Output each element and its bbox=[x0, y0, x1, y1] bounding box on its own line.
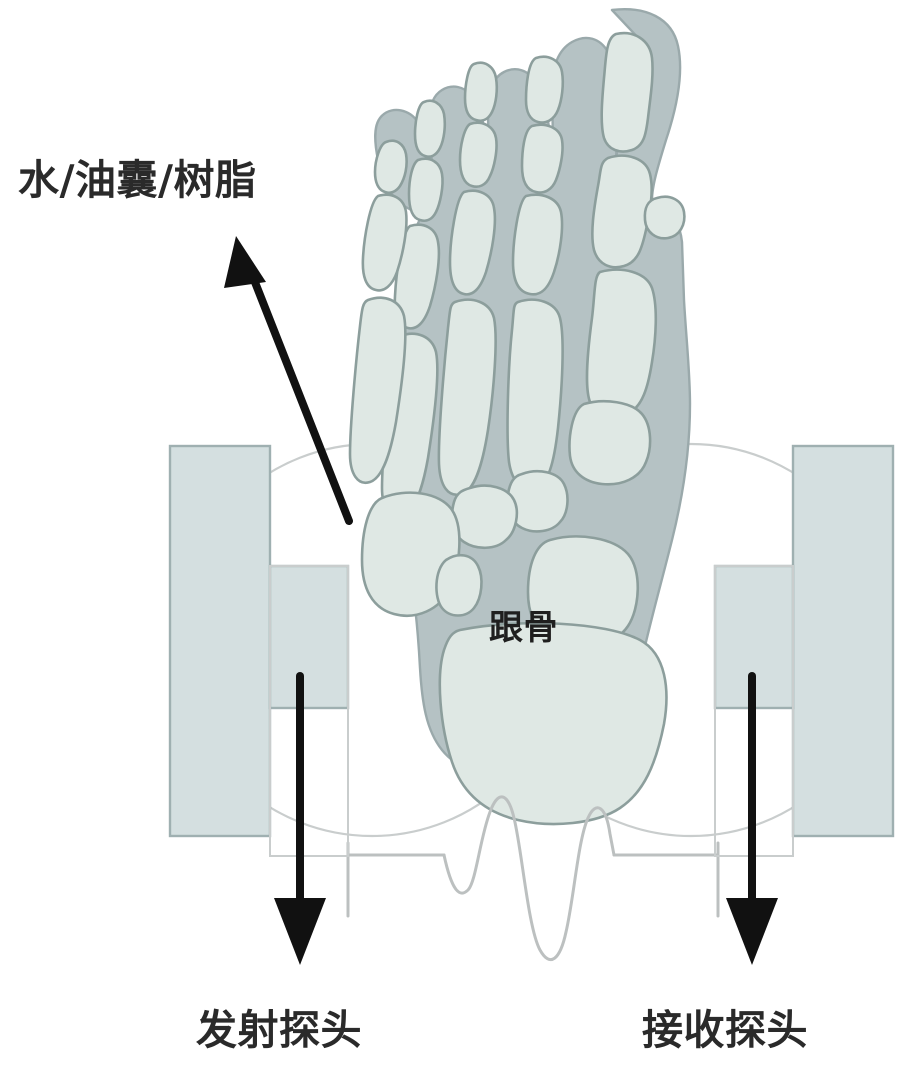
bone-intermediate-cuneiform bbox=[506, 470, 569, 533]
bone-toe5-distal-phalanx bbox=[373, 139, 408, 195]
bone-medial-cuneiform bbox=[568, 399, 652, 486]
bone-toe3-middle-phalanx bbox=[458, 121, 498, 188]
receive-arrow-head bbox=[726, 898, 778, 965]
coupling-medium-arrow bbox=[224, 236, 353, 525]
receive-transducer-assembly[interactable] bbox=[713, 444, 895, 857]
bone-toe4-distal-phalanx bbox=[413, 99, 447, 159]
annotation-arrows bbox=[224, 236, 778, 965]
bone-hallux-proximal-phalanx bbox=[591, 154, 653, 269]
bone-toe5-proximal-phalanx bbox=[361, 193, 408, 292]
coupling-arrow-head bbox=[224, 236, 266, 288]
receive-outer-block[interactable] bbox=[791, 444, 895, 838]
bone-toe4-middle-phalanx bbox=[407, 157, 444, 223]
bone-metatarsal-1 bbox=[585, 268, 658, 418]
foot-skeleton bbox=[348, 31, 686, 826]
calcaneus-label: 跟骨 bbox=[489, 608, 558, 648]
bone-toe2-middle-phalanx bbox=[520, 123, 564, 194]
bone-toe3-proximal-phalanx bbox=[448, 189, 497, 296]
coupling-arrow-shaft bbox=[245, 263, 353, 525]
bone-toe3-distal-phalanx bbox=[463, 61, 499, 123]
bone-toe2-proximal-phalanx bbox=[511, 193, 564, 296]
receive-probe-label: 接收探头 bbox=[642, 1006, 808, 1054]
transmit-arrow-head bbox=[274, 898, 326, 965]
bone-cuboid bbox=[360, 491, 461, 617]
bone-lateral-cuneiform bbox=[450, 484, 519, 550]
transmit-outer-block[interactable] bbox=[168, 444, 272, 838]
transmit-housing-frame bbox=[269, 565, 349, 857]
transmit-inner-block[interactable] bbox=[268, 564, 350, 710]
bone-toe4-proximal-phalanx bbox=[393, 223, 441, 330]
bone-hallux-distal-phalanx bbox=[600, 31, 654, 153]
transmit-transducer-assembly[interactable] bbox=[168, 444, 350, 857]
bone-sesamoid bbox=[643, 195, 686, 240]
bone-metatarsal-5 bbox=[348, 296, 407, 485]
receive-probe-arrow bbox=[726, 672, 778, 965]
trace-pulse bbox=[442, 795, 616, 962]
bone-toe2-distal-phalanx bbox=[524, 55, 565, 124]
bone-calcaneus bbox=[438, 621, 668, 826]
bone-talus bbox=[435, 553, 483, 617]
coupling-medium-label: 水/油囊/树脂 bbox=[18, 156, 257, 204]
transmit-probe-label: 发射探头 bbox=[196, 1006, 362, 1054]
transmit-probe-arrow bbox=[274, 672, 326, 965]
